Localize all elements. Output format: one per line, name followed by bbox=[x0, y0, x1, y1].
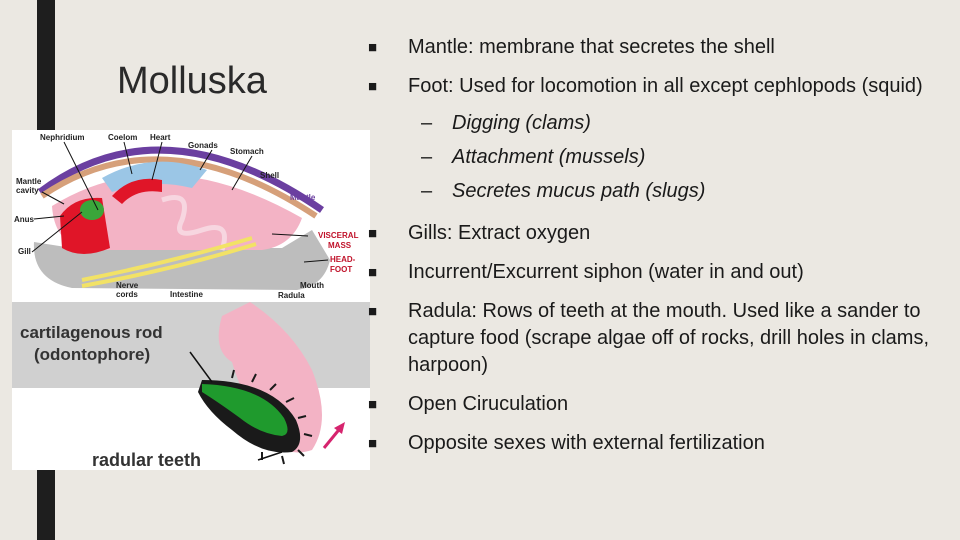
label-gonads: Gonads bbox=[188, 141, 218, 150]
label-radular-teeth: radular teeth bbox=[92, 450, 201, 470]
bullet-fertilization: ■ Opposite sexes with external fertiliza… bbox=[368, 430, 948, 457]
buccal-tissue bbox=[218, 302, 322, 453]
label-stomach: Stomach bbox=[230, 147, 264, 156]
nerve-cord-1 bbox=[81, 236, 253, 282]
slide-title: Molluska bbox=[117, 60, 267, 102]
label-cartilagenous-1: cartilagenous rod bbox=[20, 323, 163, 342]
sub-bullet-digging: –Digging (clams) bbox=[408, 106, 948, 140]
bullet-foot: ■ Foot: Used for locomotion in all excep… bbox=[368, 73, 948, 208]
sub-bullet-marker: – bbox=[421, 146, 433, 168]
shell-shape bbox=[37, 146, 324, 213]
sub-bullet-text: Digging (clams) bbox=[452, 112, 591, 134]
bullet-text: Mantle: membrane that secretes the shell bbox=[408, 36, 775, 58]
label-headfoot-2: FOOT bbox=[330, 265, 352, 274]
label-mantle-cavity-1: Mantle bbox=[16, 177, 42, 186]
label-headfoot-1: HEAD- bbox=[330, 255, 356, 264]
label-shell: Shell bbox=[260, 171, 279, 180]
pointer-odontophore bbox=[189, 351, 213, 383]
label-coelom: Coelom bbox=[108, 133, 137, 142]
label-mouth: Mouth bbox=[300, 281, 324, 290]
bullet-marker: ■ bbox=[368, 396, 378, 413]
bullet-marker: ■ bbox=[368, 225, 378, 242]
bullet-marker: ■ bbox=[368, 264, 378, 281]
label-mantle: Mantle bbox=[290, 193, 316, 202]
motion-arrow-head bbox=[334, 422, 345, 434]
bullet-gills: ■ Gills: Extract oxygen bbox=[368, 220, 948, 247]
nerve-cord-2 bbox=[81, 242, 257, 288]
bullet-marker: ■ bbox=[368, 435, 378, 452]
label-anus: Anus bbox=[14, 215, 35, 224]
gill-shape bbox=[80, 200, 104, 220]
intestine-shape bbox=[161, 195, 227, 251]
label-intestine: Intestine bbox=[170, 290, 203, 299]
bullet-marker: ■ bbox=[368, 39, 378, 56]
heart-shape bbox=[112, 178, 162, 204]
bullet-mantle: ■ Mantle: membrane that secretes the she… bbox=[368, 34, 948, 61]
mollusk-anatomy-figure: Nephridium Coelom Heart Gonads Stomach M… bbox=[12, 130, 370, 470]
sub-bullet-list: –Digging (clams) –Attachment (mussels) –… bbox=[408, 106, 948, 208]
bullet-radula: ■ Radula: Rows of teeth at the mouth. Us… bbox=[368, 298, 948, 379]
label-cartilagenous-2: (odontophore) bbox=[34, 345, 150, 364]
mantle-layer bbox=[40, 156, 318, 219]
label-visceral-2: MASS bbox=[328, 241, 352, 250]
odontophore-shape bbox=[202, 384, 288, 436]
sub-bullet-mucus: –Secretes mucus path (slugs) bbox=[408, 174, 948, 208]
pointer-teeth bbox=[257, 451, 283, 461]
bullet-marker: ■ bbox=[368, 78, 378, 95]
label-heart: Heart bbox=[150, 133, 171, 142]
sub-bullet-text: Secretes mucus path (slugs) bbox=[452, 180, 706, 202]
bullet-text: Open Ciruculation bbox=[408, 393, 569, 415]
sub-bullet-marker: – bbox=[421, 180, 433, 202]
label-radula: Radula bbox=[278, 291, 305, 300]
bullet-text: Incurrent/Excurrent siphon (water in and… bbox=[408, 261, 804, 283]
label-nerve-1: Nerve bbox=[116, 281, 139, 290]
label-nerve-2: cords bbox=[116, 290, 138, 299]
bullet-text: Radula: Rows of teeth at the mouth. Used… bbox=[408, 300, 929, 376]
bullet-circulation: ■ Open Ciruculation bbox=[368, 391, 948, 418]
label-nephridium: Nephridium bbox=[40, 133, 84, 142]
bullet-text: Opposite sexes with external fertilizati… bbox=[408, 432, 765, 454]
bullet-text: Foot: Used for locomotion in all except … bbox=[408, 75, 923, 97]
bullet-text: Gills: Extract oxygen bbox=[408, 222, 591, 244]
label-gill: Gill bbox=[18, 247, 31, 256]
bullet-list: ■ Mantle: membrane that secretes the she… bbox=[368, 34, 948, 469]
sub-bullet-attachment: –Attachment (mussels) bbox=[408, 140, 948, 174]
bullet-marker: ■ bbox=[368, 303, 378, 320]
label-mantle-cavity-2: cavity bbox=[16, 186, 39, 195]
label-visceral-1: VISCERAL bbox=[318, 231, 359, 240]
sub-bullet-marker: – bbox=[421, 112, 433, 134]
sub-bullet-text: Attachment (mussels) bbox=[452, 146, 646, 168]
bullet-siphon: ■ Incurrent/Excurrent siphon (water in a… bbox=[368, 259, 948, 286]
